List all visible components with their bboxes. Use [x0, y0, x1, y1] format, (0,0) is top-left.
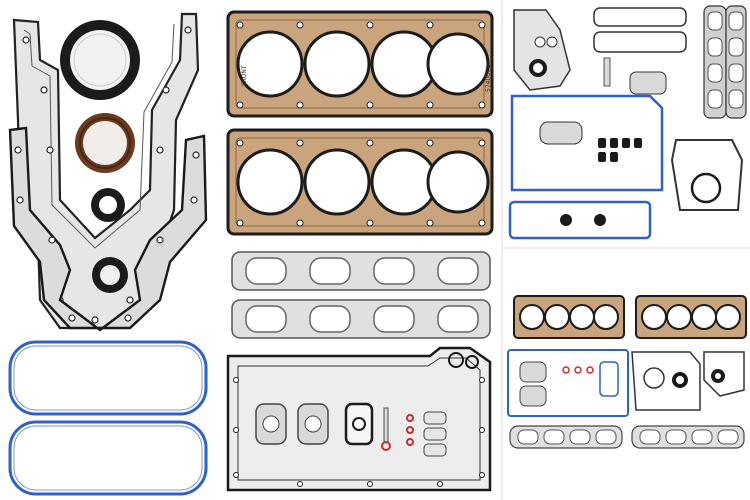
rb-pan-and-small-parts — [507, 349, 745, 417]
head-gasket-lower — [226, 128, 494, 236]
head-gasket-upper: FRONT 5740U0L — [226, 10, 494, 118]
rt-exhaust-gaskets — [703, 5, 747, 119]
rt-valley-gasket-blue — [508, 200, 652, 240]
rt-rear-cover-gasket — [670, 139, 744, 211]
valve-cover-gasket-lower — [8, 420, 208, 496]
rear-main-seal — [60, 20, 140, 100]
rt-timing-cover-gasket — [513, 9, 571, 91]
egr-gaskets — [255, 402, 374, 446]
head-gasket-stamp-front: FRONT — [241, 65, 248, 86]
rt-valve-cover-gaskets — [593, 7, 687, 95]
lower-black-seal — [92, 257, 128, 293]
small-black-seal — [91, 188, 125, 222]
rb-head-gaskets — [513, 295, 747, 339]
valve-cover-gasket-upper — [8, 340, 208, 416]
exhaust-manifold-gasket-lower — [231, 299, 491, 339]
rb-exhaust-gaskets — [509, 425, 745, 449]
timing-cover-gasket-front — [8, 126, 208, 332]
head-gasket-stamp-part: 5740U0L — [485, 65, 492, 92]
front-crank-seal — [75, 113, 135, 173]
rt-oil-pan-gasket-blue — [510, 94, 664, 192]
exhaust-manifold-gasket-upper — [231, 251, 491, 291]
o-rings-and-pins — [381, 407, 447, 457]
